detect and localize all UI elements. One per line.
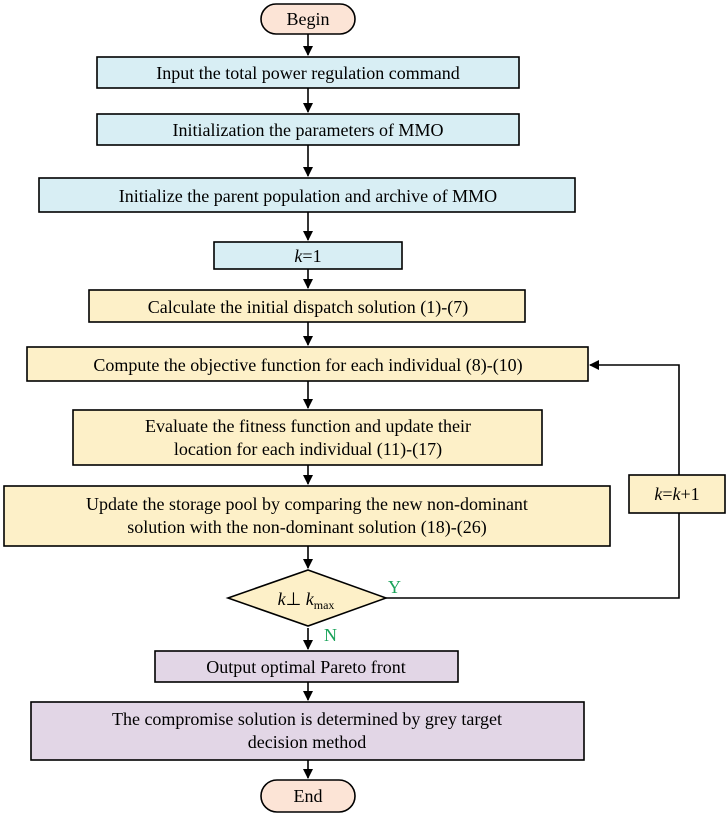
update-pool-label-line2: solution with the non-dominant solution … [127,517,486,538]
init-params-box: Initialization the parameters of MMO [96,113,520,146]
evaluate-fitness-label-line1: Evaluate the fitness function and update… [145,416,471,436]
evaluate-fitness-label-line2: location for each individual (11)-(17) [174,439,442,460]
output-pareto-box: Output optimal Pareto front [154,650,459,683]
end-label: End [294,786,323,806]
output-pareto-label: Output optimal Pareto front [206,657,405,677]
begin-terminal: Begin [260,3,356,35]
k-increment-label: k=k+1 [654,484,699,504]
k-increment-box: k=k+1 [628,474,726,514]
loop-line-decision-to-increment [386,513,680,599]
k-init-box: k=1 [213,241,403,270]
loop-arrow-increment-to-objective [589,360,680,475]
compromise-label-line2: decision method [248,732,366,752]
init-params-label: Initialization the parameters of MMO [173,120,444,140]
input-command-label: Input the total power regulation command [156,63,459,83]
connectors [303,34,680,779]
update-pool-label-line1: Update the storage pool by comparing the… [86,494,528,514]
calc-dispatch-label: Calculate the initial dispatch solution … [148,297,468,318]
decision-label: k⊥ kmax [278,589,335,612]
update-pool-box: Update the storage pool by comparing the… [3,485,611,547]
edge-label-no: N [324,625,337,645]
calc-dispatch-box: Calculate the initial dispatch solution … [88,289,526,323]
init-population-box: Initialize the parent population and arc… [38,177,576,213]
compromise-label-line1: The compromise solution is determined by… [112,709,502,729]
edge-label-yes: Y [388,577,401,597]
decision-diamond: k⊥ kmax [225,569,389,627]
compute-objective-label: Compute the objective function for each … [93,355,522,376]
end-terminal: End [260,779,356,813]
input-command-box: Input the total power regulation command [96,56,520,89]
k-init-label: k=1 [294,246,321,266]
init-population-label: Initialize the parent population and arc… [119,186,497,206]
begin-label: Begin [287,9,330,29]
evaluate-fitness-box: Evaluate the fitness function and update… [72,409,543,466]
compute-objective-box: Compute the objective function for each … [26,346,589,382]
compromise-box: The compromise solution is determined by… [30,701,585,761]
